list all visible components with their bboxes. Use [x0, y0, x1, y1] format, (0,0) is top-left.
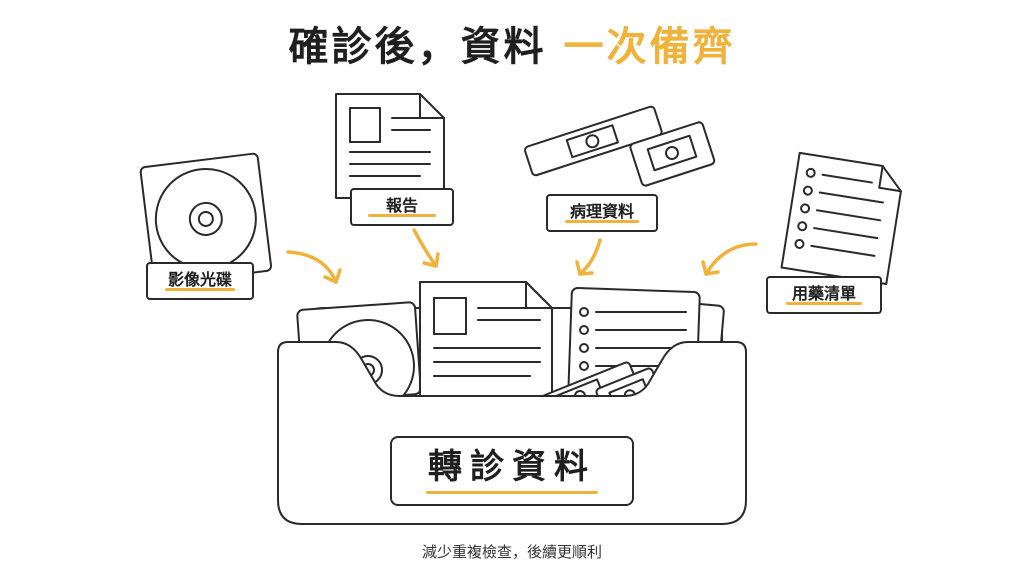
tag-medication-label: 用藥清單 [791, 284, 856, 303]
report-document-icon [335, 93, 445, 199]
medication-list-icon [780, 151, 902, 286]
pathology-slide-icon [524, 105, 716, 187]
title-accent: 一次備齊 [563, 24, 736, 70]
page-title: 確診後，資料 一次備齊 [0, 14, 1024, 72]
disc-icon [139, 152, 273, 286]
tag-pathology: 病理資料 [546, 194, 658, 232]
arrow-icon [286, 228, 758, 284]
tag-report-label: 報告 [385, 196, 418, 215]
tag-pathology-label: 病理資料 [569, 202, 634, 221]
tag-disc-label: 影像光碟 [167, 270, 232, 289]
box-label-underline [425, 491, 599, 494]
tag-medication-underline [785, 302, 863, 305]
tag-report: 報告 [350, 188, 454, 226]
tag-disc-underline [164, 288, 236, 291]
tag-disc: 影像光碟 [146, 262, 254, 300]
title-main: 確診後，資料 [288, 24, 547, 70]
tag-report-underline [368, 214, 436, 217]
caption: 減少重複檢查，後續更順利 [421, 543, 602, 561]
tag-medication: 用藥清單 [766, 276, 882, 314]
box-label-text: 轉診資料 [428, 447, 596, 487]
box-label: 轉診資料 [390, 436, 634, 506]
tag-pathology-underline [565, 220, 639, 223]
